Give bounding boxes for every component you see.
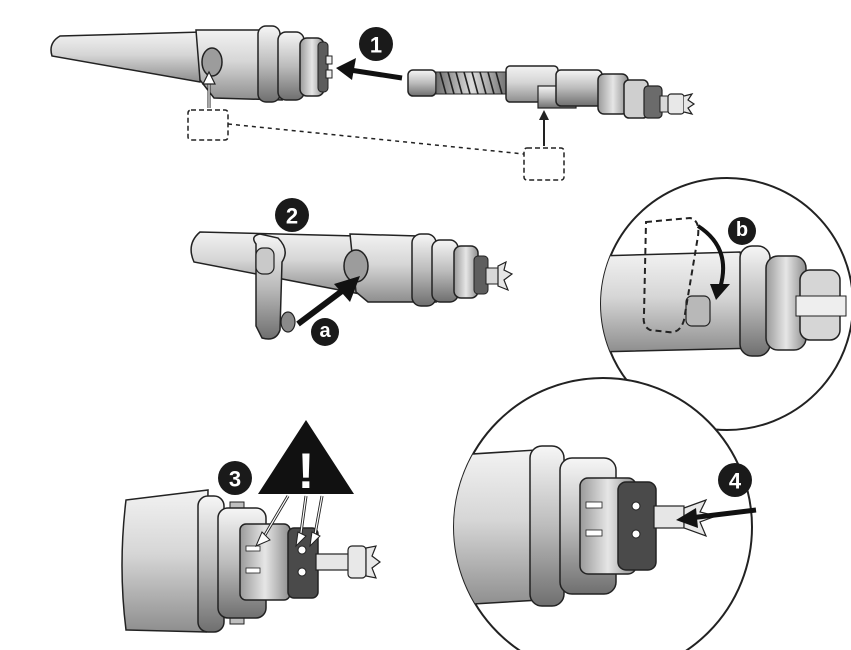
step1-group: 1 [50, 25, 696, 181]
svg-text:a: a [319, 320, 331, 342]
warning-triangle-icon: ! [258, 420, 354, 499]
insert-arrow-step1 [336, 58, 403, 81]
svg-text:4: 4 [729, 469, 742, 494]
electrode-tip-icon [347, 545, 381, 579]
warning-pointers [255, 495, 324, 548]
svg-text:b: b [736, 219, 748, 241]
step-badge-3: 3 [218, 461, 252, 495]
svg-text:!: ! [298, 443, 315, 499]
step-badge-2: 2 [275, 198, 309, 232]
svg-text:1: 1 [370, 33, 382, 58]
alignment-guide [187, 109, 565, 181]
rotate-arrow-icon [696, 224, 730, 300]
step2-group: 2 a [190, 198, 514, 346]
torch-closeup-step3 [121, 489, 381, 633]
trigger-lever [253, 233, 296, 340]
sub-badge-a: a [311, 318, 339, 346]
step3-group: ! 3 [121, 420, 381, 633]
step-badge-1: 1 [359, 27, 393, 61]
step4-group: 4 [453, 377, 757, 650]
svg-text:3: 3 [229, 467, 241, 492]
electrode-tip-icon [667, 93, 696, 115]
svg-text:2: 2 [286, 204, 298, 229]
torch-head-step1 [407, 65, 696, 119]
sub-badge-b: b [728, 217, 756, 245]
push-arrow-step2 [296, 276, 360, 327]
insert-arrow-step4 [676, 507, 757, 528]
torch-body-step2 [190, 231, 514, 340]
step-badge-4: 4 [718, 463, 752, 497]
detail-b-group: b [600, 177, 851, 431]
torch-body-step1 [50, 25, 333, 108]
spring-icon [435, 71, 509, 95]
